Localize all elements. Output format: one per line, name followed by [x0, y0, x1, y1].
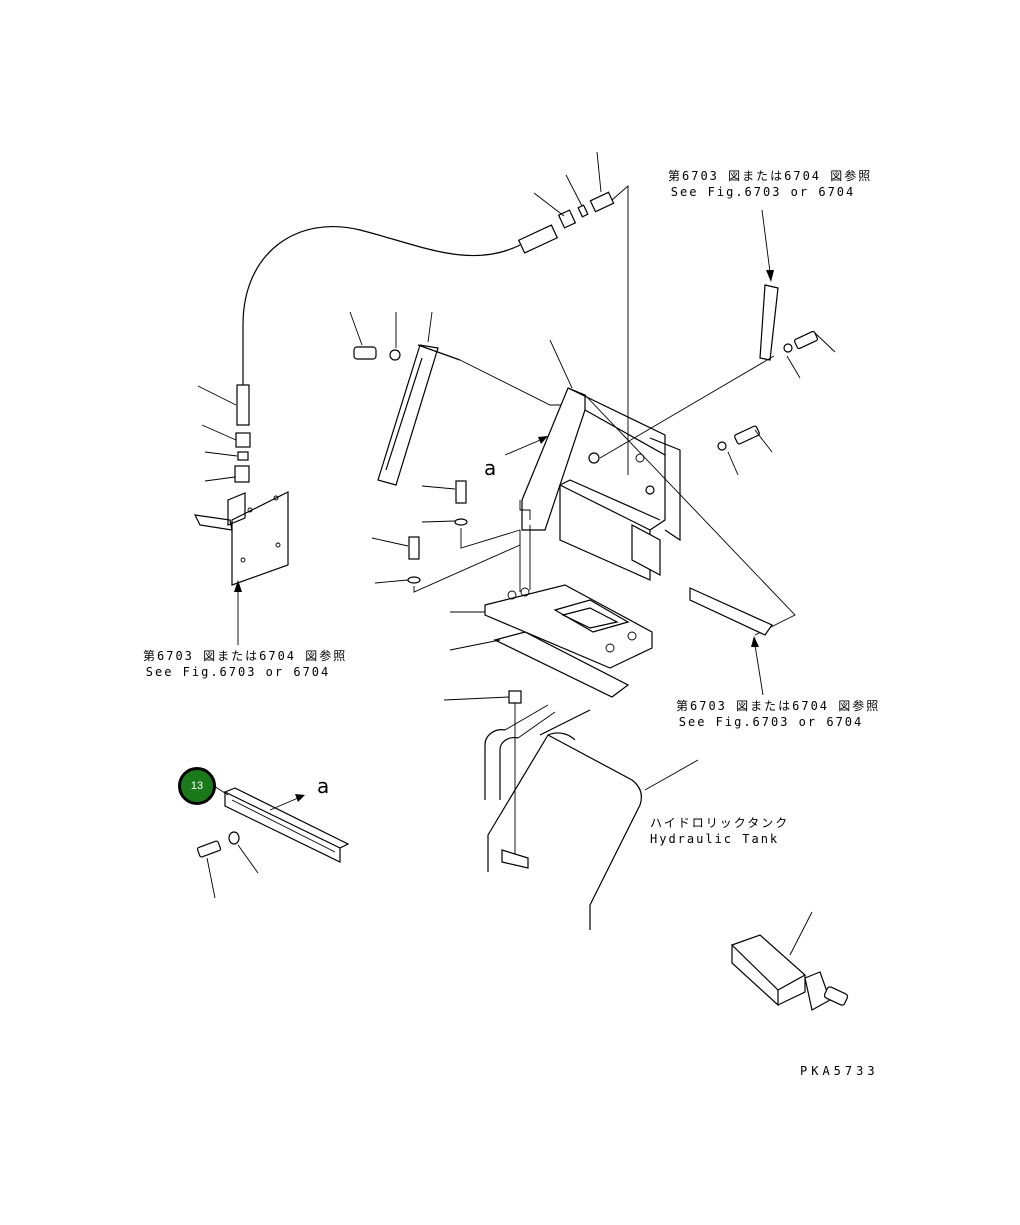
nut-upper — [557, 209, 577, 229]
hydraulic-tank — [487, 734, 642, 930]
ref-arrow-right-bottom — [754, 644, 764, 696]
rail-bracket — [689, 587, 773, 636]
base-plate — [484, 584, 653, 669]
view-arrow-a-top — [504, 437, 546, 456]
washer-upper — [577, 204, 589, 218]
shim-plate — [493, 631, 630, 698]
reference-en: See Fig.6703 or 6704 — [670, 185, 856, 199]
reference-jp: 第6703 図または6704 図参照 — [676, 699, 881, 713]
ref-arrow-right-top — [761, 209, 771, 273]
view-arrow-a-bottom — [269, 797, 299, 811]
fitting-upper — [589, 191, 615, 213]
part-callout-badge[interactable]: 13 — [178, 767, 216, 805]
view-mark-a-top: a — [484, 456, 497, 480]
reference-top-right: 第6703 図または6704 図参照 See Fig.6703 or 6704 — [668, 168, 873, 200]
valve-bracket — [231, 491, 289, 586]
reference-en: See Fig.6703 or 6704 — [145, 665, 331, 679]
hose-sleeve-left — [236, 384, 250, 426]
view-mark-a-bottom: a — [317, 774, 330, 798]
hose-line — [242, 226, 521, 385]
reference-en: See Fig.6703 or 6704 — [678, 715, 864, 729]
reference-bottom-right: 第6703 図または6704 図参照 See Fig.6703 or 6704 — [676, 698, 881, 730]
hose-upper-line — [611, 185, 629, 460]
rail-part-13 — [224, 791, 341, 863]
shaft-part — [730, 934, 807, 991]
reference-left: 第6703 図または6704 図参照 See Fig.6703 or 6704 — [143, 648, 348, 680]
washer-left — [237, 451, 249, 461]
tank-label-jp: ハイドロリックタンク — [650, 816, 790, 830]
tank-label: ハイドロリックタンク Hydraulic Tank — [650, 815, 789, 847]
drawing-code: PKA5733 — [800, 1064, 879, 1078]
right-upper-bracket — [759, 284, 779, 361]
reference-jp: 第6703 図または6704 図参照 — [668, 169, 873, 183]
tank-label-en: Hydraulic Tank — [650, 832, 780, 846]
reference-jp: 第6703 図または6704 図参照 — [143, 649, 348, 663]
fitting-left — [234, 465, 250, 483]
nut-left — [235, 432, 251, 448]
lever-bracket — [377, 344, 439, 486]
hose-sleeve-upper — [517, 224, 559, 254]
